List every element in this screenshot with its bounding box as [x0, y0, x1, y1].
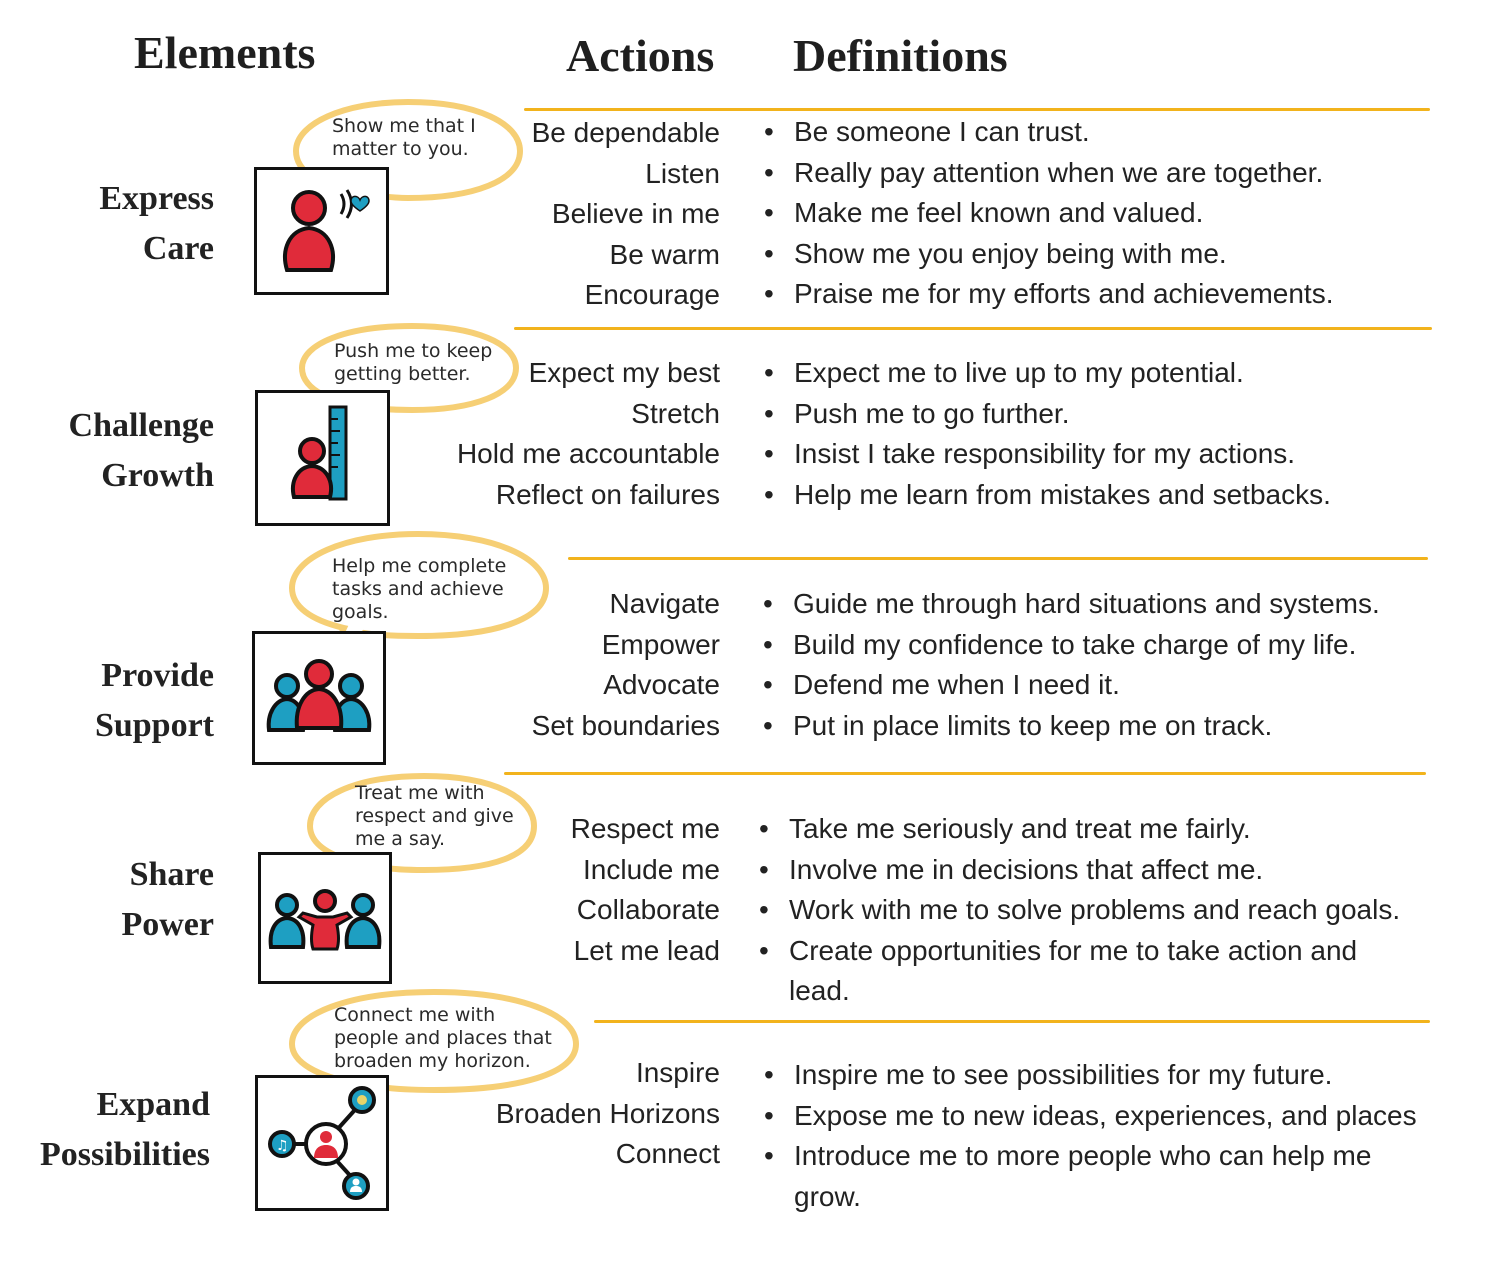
definition-item: Create opportunities for me to take acti…	[759, 931, 1409, 1012]
action-item: Encourage	[584, 279, 720, 310]
row-separator	[568, 557, 1428, 560]
action-item: Expect my best	[528, 357, 720, 388]
action-item: Be dependable	[531, 117, 720, 148]
element-title-line: Share	[129, 856, 214, 893]
header-elements: Elements	[134, 27, 316, 78]
network-connections-icon: ♫	[268, 1086, 376, 1200]
action-item: Collaborate	[576, 894, 720, 925]
action-item: Believe in me	[551, 198, 720, 229]
element-title-line: Care	[142, 230, 214, 267]
definition-item: Show me you enjoy being with me.	[764, 234, 1334, 275]
definition-item: Help me learn from mistakes and setbacks…	[764, 475, 1331, 516]
speech-bubble-text: Treat me with respect and give me a say.	[355, 782, 514, 850]
speech-bubble-text: Help me complete tasks and achieve goals…	[332, 555, 507, 623]
action-item: Advocate	[603, 669, 720, 700]
actions-list: Be dependable Listen Believe in me Be wa…	[532, 113, 720, 316]
row-separator	[504, 772, 1426, 775]
action-item: Inspire	[635, 1057, 720, 1088]
action-item: Navigate	[609, 588, 720, 619]
definition-item: Make me feel known and valued.	[764, 193, 1334, 234]
element-title-line: Express	[99, 180, 214, 217]
definition-item: Praise me for my efforts and achievement…	[764, 274, 1334, 315]
element-title-line: Power	[121, 906, 214, 943]
element-title: Expand Possibilities	[40, 1080, 210, 1180]
element-title-line: Provide	[101, 657, 214, 694]
group-of-three-icon	[266, 659, 372, 732]
action-item: Connect	[615, 1138, 720, 1169]
action-item: Include me	[583, 853, 720, 885]
element-title-line: Challenge	[68, 407, 214, 444]
element-title: Express Care	[99, 174, 214, 274]
actions-list: Expect my best Stretch Hold me accountab…	[457, 353, 720, 515]
element-title: Provide Support	[95, 651, 214, 751]
definition-item: Put in place limits to keep me on track.	[763, 706, 1380, 747]
action-item: Respect me	[570, 813, 720, 844]
action-item: Let me lead	[573, 934, 720, 966]
speech-bubble-icon	[288, 530, 550, 665]
action-item: Hold me accountable	[456, 438, 720, 469]
definition-item: Take me seriously and treat me fairly.	[759, 809, 1439, 850]
definitions-list: Guide me through hard situations and sys…	[763, 584, 1380, 746]
svg-text:♫: ♫	[276, 1138, 289, 1154]
element-icon-frame	[258, 852, 392, 984]
actions-list: Respect me Include me Collaborate Let me…	[571, 809, 720, 971]
action-item: Stretch	[631, 397, 720, 429]
definition-item: Really pay attention when we are togethe…	[764, 153, 1334, 194]
definition-item: Expose me to new ideas, experiences, and…	[764, 1096, 1417, 1137]
element-icon-frame: ♫	[255, 1075, 389, 1211]
definition-item: Build my confidence to take charge of my…	[763, 625, 1380, 666]
element-title: Challenge Growth	[69, 401, 214, 501]
header-actions: Actions	[566, 30, 715, 81]
definition-item: Be someone I can trust.	[764, 112, 1334, 153]
row-separator	[514, 327, 1432, 330]
element-title-line: Support	[94, 707, 214, 744]
definition-item: Involve me in decisions that affect me.	[759, 850, 1439, 891]
actions-list: Navigate Empower Advocate Set boundaries	[532, 584, 720, 746]
speech-bubble-text: Connect me with people and places that b…	[334, 1004, 552, 1072]
speech-bubble-icon	[288, 988, 580, 1111]
definition-item: Guide me through hard situations and sys…	[763, 584, 1380, 625]
element-icon-frame	[254, 167, 389, 295]
definition-item: Introduce me to more people who can help…	[764, 1136, 1414, 1217]
element-title-line: Growth	[101, 457, 214, 494]
definitions-list: Expect me to live up to my potential. Pu…	[764, 353, 1331, 515]
definition-item: Work with me to solve problems and reach…	[759, 890, 1439, 931]
action-item: Empower	[601, 628, 720, 660]
definition-item: Defend me when I need it.	[763, 665, 1380, 706]
element-title-line: Expand	[96, 1086, 210, 1123]
speech-bubble-icon	[292, 98, 524, 229]
definitions-list: Inspire me to see possibilities for my f…	[764, 1055, 1417, 1217]
action-item: Be warm	[609, 238, 720, 270]
definition-item: Insist I take responsibility for my acti…	[764, 434, 1331, 475]
row-separator	[524, 108, 1430, 111]
definitions-list: Be someone I can trust. Really pay atten…	[764, 112, 1334, 315]
action-item: Reflect on failures	[495, 478, 720, 510]
definition-item: Expect me to live up to my potential.	[764, 353, 1331, 394]
person-ruler-icon	[291, 405, 348, 501]
group-arms-open-icon	[268, 889, 382, 951]
action-item: Listen	[645, 157, 720, 189]
speech-bubble-icon	[306, 772, 538, 898]
definitions-list: Take me seriously and treat me fairly. I…	[759, 809, 1439, 1012]
speech-bubble-icon	[298, 322, 520, 440]
speech-bubble-text: Show me that I matter to you.	[332, 115, 476, 160]
header-definitions: Definitions	[793, 30, 1008, 81]
definition-item: Push me to go further.	[764, 394, 1331, 435]
element-icon-frame	[252, 631, 386, 765]
element-icon-frame	[255, 390, 390, 526]
element-title: Share Power	[121, 850, 214, 950]
row-separator	[594, 1020, 1430, 1023]
actions-list: Inspire Broaden Horizons Connect	[496, 1053, 720, 1175]
action-item: Set boundaries	[531, 709, 720, 741]
action-item: Broaden Horizons	[495, 1097, 720, 1129]
definition-item: Inspire me to see possibilities for my f…	[764, 1055, 1417, 1096]
element-title-line: Possibilities	[39, 1136, 210, 1173]
person-speaking-heart-icon	[283, 189, 370, 272]
speech-bubble-text: Push me to keep getting better.	[334, 340, 493, 385]
